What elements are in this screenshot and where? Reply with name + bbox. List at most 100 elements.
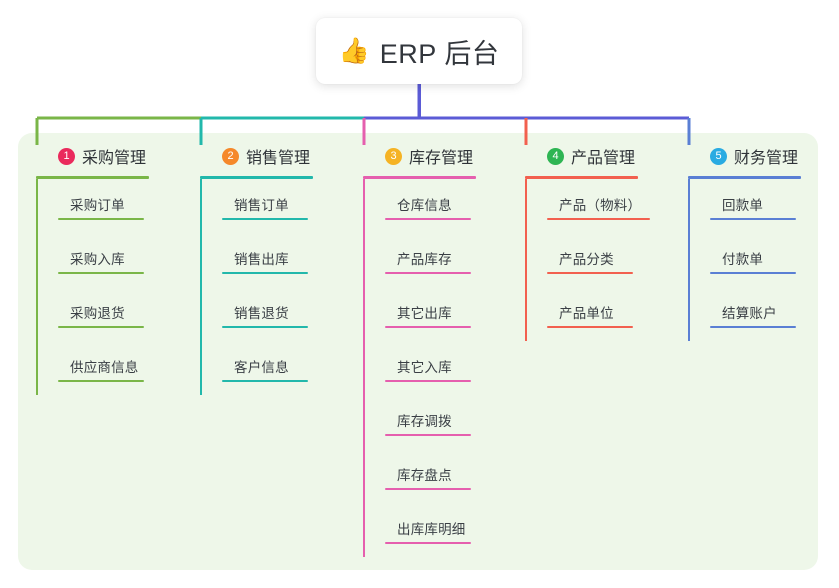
leaf-spine xyxy=(525,179,527,341)
leaf-label: 客户信息 xyxy=(234,360,289,375)
leaf-label: 产品（物料） xyxy=(559,198,642,213)
leaf-underline xyxy=(710,272,796,274)
leaf-underline xyxy=(58,380,144,382)
column-3: 3 库存管理仓库信息产品库存其它出库其它入库库存调拨库存盘点出库库明细 xyxy=(363,145,523,557)
leaf-item[interactable]: 库存盘点 xyxy=(385,449,523,503)
leaf-spine xyxy=(200,179,202,395)
leaf-spine xyxy=(688,179,690,341)
leaf-item[interactable]: 采购入库 xyxy=(58,233,196,287)
column-badge-2: 2 xyxy=(222,147,239,165)
leaf-item[interactable]: 库存调拨 xyxy=(385,395,523,449)
column-title: 采购管理 xyxy=(82,150,147,167)
column-underline xyxy=(36,176,149,179)
leaf-underline xyxy=(222,380,308,382)
leaf-underline xyxy=(710,326,796,328)
leaf-underline xyxy=(58,272,144,274)
leaf-label: 库存盘点 xyxy=(397,468,452,483)
leaf-item[interactable]: 销售退货 xyxy=(222,287,360,341)
root-title: ERP 后台 xyxy=(379,38,500,69)
column-title: 库存管理 xyxy=(409,150,474,167)
column-badge-4: 4 xyxy=(547,147,564,165)
column-underline xyxy=(525,176,638,179)
leaf-underline xyxy=(385,434,471,436)
column-title: 销售管理 xyxy=(246,150,311,167)
leaf-item[interactable]: 产品（物料） xyxy=(547,179,685,233)
leaf-label: 销售出库 xyxy=(234,252,289,267)
leaf-underline xyxy=(385,218,471,220)
leaf-underline xyxy=(58,326,144,328)
leaf-item[interactable]: 仓库信息 xyxy=(385,179,523,233)
leaf-item[interactable]: 其它入库 xyxy=(385,341,523,395)
leaf-label: 采购退货 xyxy=(70,306,125,321)
leaf-underline xyxy=(385,326,471,328)
leaf-spine xyxy=(363,179,365,557)
leaf-label: 其它出库 xyxy=(397,306,452,321)
leaf-item[interactable]: 销售订单 xyxy=(222,179,360,233)
leaf-underline xyxy=(710,218,796,220)
leaf-underline xyxy=(222,272,308,274)
column-title: 财务管理 xyxy=(734,150,799,167)
column-header-1[interactable]: 1 采购管理 xyxy=(36,145,196,167)
leaf-label: 销售订单 xyxy=(234,198,289,213)
leaf-list: 产品（物料） 产品分类产品单位 xyxy=(525,179,685,341)
leaf-list: 回款单付款单结算账户 xyxy=(688,179,839,341)
leaf-label: 付款单 xyxy=(722,252,764,267)
leaf-item[interactable]: 客户信息 xyxy=(222,341,360,395)
column-title: 产品管理 xyxy=(571,150,636,167)
root-node[interactable]: 👍 ERP 后台 xyxy=(316,18,522,84)
leaf-item[interactable]: 产品分类 xyxy=(547,233,685,287)
column-underline xyxy=(363,176,476,179)
column-1: 1 采购管理采购订单采购入库采购退货供应商信息 xyxy=(36,145,196,395)
diagram-panel xyxy=(18,133,818,570)
leaf-underline xyxy=(222,326,308,328)
leaf-item[interactable]: 供应商信息 xyxy=(58,341,196,395)
leaf-underline xyxy=(385,488,471,490)
column-header-2[interactable]: 2 销售管理 xyxy=(200,145,360,167)
leaf-underline xyxy=(385,380,471,382)
column-header-3[interactable]: 3 库存管理 xyxy=(363,145,523,167)
leaf-item[interactable]: 采购订单 xyxy=(58,179,196,233)
leaf-item[interactable]: 付款单 xyxy=(710,233,839,287)
column-2: 2 销售管理销售订单销售出库销售退货客户信息 xyxy=(200,145,360,395)
leaf-underline xyxy=(385,272,471,274)
leaf-label: 结算账户 xyxy=(722,306,777,321)
leaf-label: 回款单 xyxy=(722,198,764,213)
leaf-label: 出库库明细 xyxy=(397,522,466,537)
leaf-label: 库存调拨 xyxy=(397,414,452,429)
leaf-item[interactable]: 出库库明细 xyxy=(385,503,523,557)
leaf-item[interactable]: 结算账户 xyxy=(710,287,839,341)
leaf-label: 销售退货 xyxy=(234,306,289,321)
leaf-list: 采购订单采购入库采购退货供应商信息 xyxy=(36,179,196,395)
leaf-item[interactable]: 回款单 xyxy=(710,179,839,233)
column-underline xyxy=(688,176,801,179)
leaf-underline xyxy=(222,218,308,220)
leaf-underline xyxy=(547,272,633,274)
leaf-label: 产品单位 xyxy=(559,306,614,321)
column-badge-3: 3 xyxy=(385,147,402,165)
leaf-item[interactable]: 产品库存 xyxy=(385,233,523,287)
leaf-list: 销售订单销售出库销售退货客户信息 xyxy=(200,179,360,395)
leaf-item[interactable]: 产品单位 xyxy=(547,287,685,341)
column-4: 4 产品管理产品（物料） 产品分类产品单位 xyxy=(525,145,685,341)
leaf-underline xyxy=(58,218,144,220)
column-header-4[interactable]: 4 产品管理 xyxy=(525,145,685,167)
leaf-label: 产品分类 xyxy=(559,252,614,267)
leaf-spine xyxy=(36,179,38,395)
leaf-label: 供应商信息 xyxy=(70,360,139,375)
leaf-label: 其它入库 xyxy=(397,360,452,375)
column-badge-1: 1 xyxy=(58,147,75,165)
leaf-item[interactable]: 采购退货 xyxy=(58,287,196,341)
column-underline xyxy=(200,176,313,179)
leaf-label: 仓库信息 xyxy=(397,198,452,213)
leaf-list: 仓库信息产品库存其它出库其它入库库存调拨库存盘点出库库明细 xyxy=(363,179,523,557)
leaf-label: 采购订单 xyxy=(70,198,125,213)
thumbs-up-icon: 👍 xyxy=(338,36,370,65)
leaf-underline xyxy=(385,542,471,544)
leaf-item[interactable]: 其它出库 xyxy=(385,287,523,341)
leaf-underline xyxy=(547,218,650,220)
leaf-underline xyxy=(547,326,633,328)
leaf-item[interactable]: 销售出库 xyxy=(222,233,360,287)
